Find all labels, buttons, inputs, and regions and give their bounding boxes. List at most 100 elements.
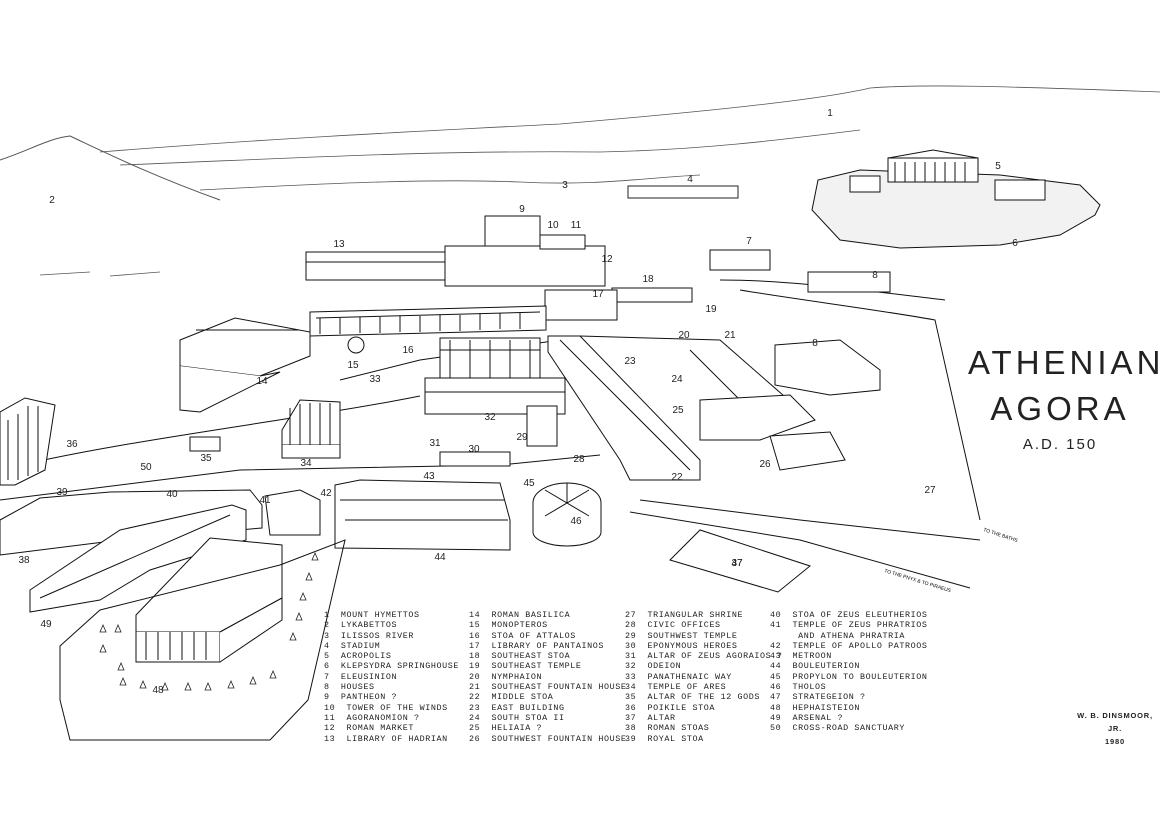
legend-entry: 44 BOULEUTERION: [770, 661, 861, 672]
mountain-lines: [0, 85, 1160, 277]
north-buildings: [305, 215, 891, 321]
legend-entry: 24 SOUTH STOA II: [469, 712, 565, 723]
map-number-label: 36: [66, 439, 78, 450]
map-number-label: 24: [671, 374, 683, 385]
map-number-label: 9: [519, 204, 525, 215]
map-number-label: 11: [571, 220, 582, 231]
credit: W. B. DINSMOOR, JR. 1980: [1070, 709, 1160, 748]
legend-entry: 8 HOUSES: [324, 682, 375, 693]
map-number-label: 2: [49, 195, 55, 206]
map-number-label: 8: [872, 270, 878, 281]
map-number-label: 10: [547, 220, 559, 231]
map-date: A.D. 150: [1022, 436, 1098, 453]
road-label-baths: TO THE BATHS: [982, 527, 1019, 544]
legend-entry: 19 SOUTHEAST TEMPLE: [469, 661, 582, 672]
legend-entry: 21 SOUTHEAST FOUNTAIN HOUSE: [469, 682, 627, 693]
legend-entry: 42 TEMPLE OF APOLLO PATROOS: [770, 640, 928, 651]
map-number-label: 18: [642, 274, 654, 285]
map-number-label: 25: [672, 405, 684, 416]
legend-entry: 39 ROYAL STOA: [625, 733, 704, 744]
map-number-label: 23: [624, 356, 636, 367]
legend-entry: 7 ELEUSINION: [324, 671, 398, 682]
altar-12-gods-drawing: [189, 436, 221, 452]
legend-entry: 3 ILISSOS RIVER: [324, 630, 415, 641]
tholos-drawing: [532, 482, 602, 547]
legend-entry: 29 SOUTHWEST TEMPLE: [625, 630, 738, 641]
legend-entry: 5 ACROPOLIS: [324, 651, 392, 662]
map-number-label: 45: [523, 478, 535, 489]
map-number-label: 8: [812, 338, 818, 349]
temple-of-ares-drawing: [281, 399, 341, 459]
map-number-label: 14: [256, 376, 268, 387]
legend-entry: 35 ALTAR OF THE 12 GODS: [625, 692, 761, 703]
legend-entry: 23 EAST BUILDING: [469, 702, 565, 713]
trees: [99, 551, 319, 691]
map-number-label: 33: [369, 374, 381, 385]
eponymous-monument-drawing: [439, 451, 511, 467]
legend-entry: 12 ROMAN MARKET: [324, 723, 415, 734]
legend-entry: 34 TEMPLE OF ARES: [625, 682, 727, 693]
map-number-label: 17: [592, 289, 604, 300]
map-number-label: 46: [570, 516, 582, 527]
stoa-of-attalos-drawing: [309, 305, 547, 337]
map-number-label: 39: [56, 487, 68, 498]
credit-year: 1980: [1105, 737, 1125, 746]
map-number-label: 12: [601, 254, 613, 265]
legend-entry: 25 HELIAIA ?: [469, 723, 543, 734]
map-title-line1: ATHENIAN: [968, 344, 1160, 381]
map-number-label: 35: [200, 453, 212, 464]
road-label-pnyx: TO THE PNYX & TO PIRAEUS: [883, 568, 952, 594]
map-number-label: 13: [333, 239, 345, 250]
map-number-label: 3: [562, 180, 568, 191]
map-number-label: 42: [320, 488, 332, 499]
map-number-label: 31: [429, 438, 441, 449]
strategeion-drawing: [669, 529, 812, 593]
legend-entry: 45 PROPYLON TO BOULEUTERION: [770, 671, 928, 682]
legend-entry: 1 MOUNT HYMETTOS: [324, 610, 420, 620]
map-number-label: 27: [924, 485, 936, 496]
legend-entry: 20 NYMPHAION: [469, 671, 543, 682]
map-number-label: 21: [724, 330, 736, 341]
credit-author: W. B. DINSMOOR, JR.: [1077, 711, 1153, 733]
legend-entry: 6 KLEPSYDRA SPRINGHOUSE: [324, 661, 460, 672]
map-number-label: 7: [746, 236, 752, 247]
legend-entry: 17 LIBRARY OF PANTAINOS: [469, 640, 605, 651]
legend-entry: 50 CROSS-ROAD SANCTUARY: [770, 723, 906, 734]
legend-entry: 18 SOUTHEAST STOA: [469, 651, 571, 662]
map-number-label: 40: [166, 489, 178, 500]
map-number-label: 48: [152, 685, 164, 696]
kolonos-hill-outline: [59, 539, 346, 741]
map-number-label: 4: [687, 174, 693, 185]
map-number-label: 47: [731, 558, 743, 569]
map-number-label: 43: [423, 471, 435, 482]
legend-entry: 9 PANTHEON ?: [324, 692, 398, 703]
west-side-buildings: [0, 479, 511, 556]
map-title-line2: AGORA: [990, 390, 1130, 427]
southwest-temple-drawing: [526, 405, 558, 447]
legend-entry: 47 STRATEGEION ?: [770, 692, 866, 703]
legend-entry: 22 MIDDLE STOA: [469, 692, 554, 703]
acropolis-drawing: [811, 149, 1101, 249]
legend-entry: 38 ROMAN STOAS: [625, 723, 710, 734]
map-number-label: 16: [402, 345, 414, 356]
map-number-label: 26: [759, 459, 771, 470]
legend-entry: 41 TEMPLE OF ZEUS PHRATRIOS: [770, 620, 928, 631]
legend-entry: 37 ALTAR: [625, 712, 676, 723]
map-number-label: 29: [516, 432, 528, 443]
legend-entry: 32 ODEION: [625, 661, 682, 672]
map-number-label: 22: [671, 472, 683, 483]
legend-entry: 46 THOLOS: [770, 682, 827, 693]
legend-entry: 28 CIVIC OFFICES: [625, 620, 721, 631]
map-number-label: 28: [573, 454, 585, 465]
middle-stoa-drawing: [547, 335, 881, 481]
map-number-label: 19: [705, 304, 717, 315]
legend-entry: 10 TOWER OF THE WINDS: [324, 702, 448, 713]
map-number-label: 41: [259, 495, 271, 506]
legend-entry: 30 EPONYMOUS HEROES: [625, 640, 738, 651]
map-number-label: 30: [468, 444, 480, 455]
arsenal-drawing: [29, 504, 247, 613]
legend-entry: 2 LYKABETTOS: [324, 620, 398, 631]
